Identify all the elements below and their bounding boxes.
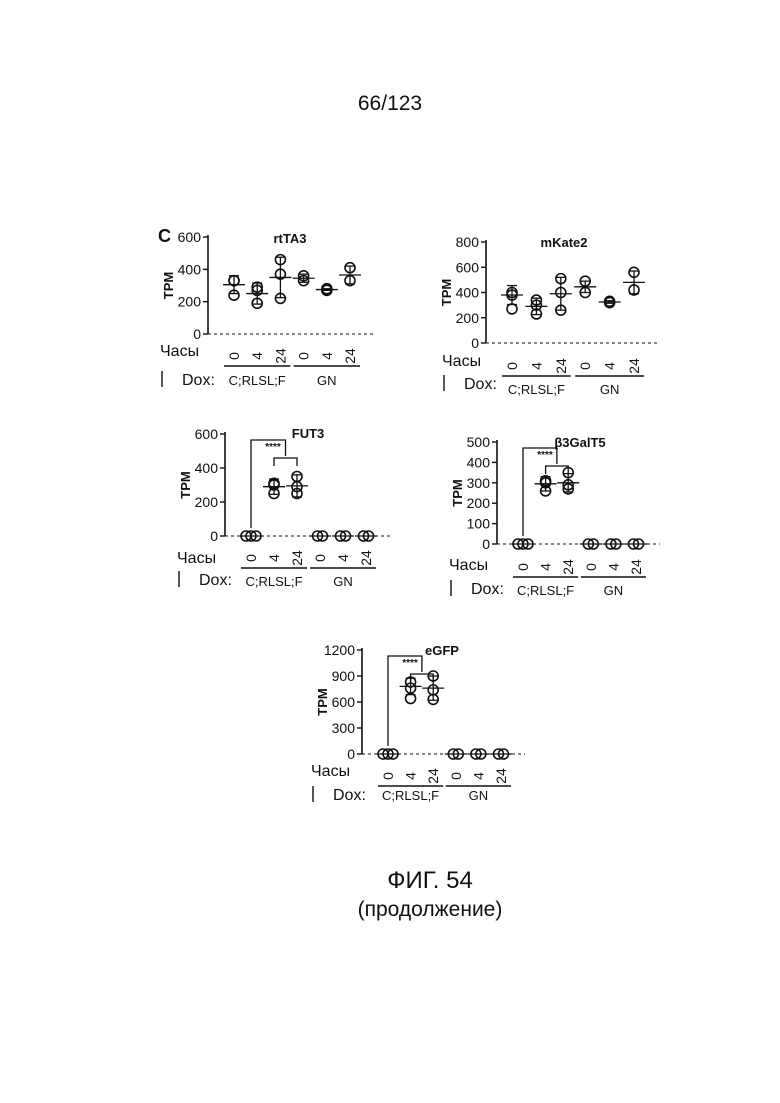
significance-bracket-inner bbox=[274, 458, 297, 466]
significance-label: **** bbox=[537, 450, 553, 461]
row-label-hours: Часы bbox=[449, 557, 488, 574]
chart-1: CrtTA30200400600TPM04240424ЧасыDox:C;RLS… bbox=[158, 226, 374, 389]
x-tick-label: 0 bbox=[312, 554, 328, 562]
y-tick-label: 500 bbox=[467, 434, 491, 450]
chart-title: rtTA3 bbox=[274, 231, 307, 246]
chart-2: mKate20200400600800TPM04240424ЧасыDox:C;… bbox=[439, 234, 658, 397]
chart-title: mKate2 bbox=[541, 235, 588, 250]
y-tick-label: 600 bbox=[195, 426, 219, 442]
significance-label: **** bbox=[402, 658, 418, 669]
x-tick-label: 4 bbox=[470, 772, 486, 780]
y-tick-label: 300 bbox=[467, 475, 491, 491]
row-label-dox: Dox: bbox=[199, 572, 232, 589]
group-label: C;RLSL;F bbox=[245, 574, 302, 589]
y-tick-label: 0 bbox=[471, 335, 479, 351]
row-label-hours: Часы bbox=[177, 550, 216, 567]
group-label: GN bbox=[604, 583, 624, 598]
y-tick-label: 0 bbox=[347, 746, 355, 762]
x-tick-label: 4 bbox=[319, 352, 335, 360]
group-label: C;RLSL;F bbox=[517, 583, 574, 598]
x-tick-label: 0 bbox=[577, 362, 593, 370]
y-axis-label: TPM bbox=[439, 279, 454, 306]
y-axis-label: TPM bbox=[450, 479, 465, 506]
y-tick-label: 600 bbox=[178, 229, 202, 245]
chart-title: β3GalT5 bbox=[554, 435, 605, 450]
chart-title: FUT3 bbox=[292, 426, 325, 441]
x-tick-label: 4 bbox=[528, 362, 544, 370]
y-tick-label: 200 bbox=[467, 495, 491, 511]
x-tick-label: 24 bbox=[626, 358, 642, 374]
group-label: GN bbox=[600, 382, 620, 397]
figure-caption: ФИГ. 54 bbox=[0, 866, 780, 896]
row-label-dox: Dox: bbox=[464, 376, 497, 393]
x-tick-label: 0 bbox=[583, 563, 599, 571]
y-tick-label: 0 bbox=[210, 528, 218, 544]
x-tick-label: 0 bbox=[296, 352, 312, 360]
y-tick-label: 400 bbox=[467, 454, 491, 470]
chart-3: FUT30200400600TPM****04240424ЧасыDox:C;R… bbox=[177, 426, 390, 589]
y-tick-label: 1200 bbox=[324, 642, 355, 658]
y-tick-label: 100 bbox=[467, 516, 491, 532]
y-tick-label: 600 bbox=[332, 694, 356, 710]
y-tick-label: 800 bbox=[456, 234, 480, 250]
data-point bbox=[507, 304, 517, 314]
chart-5: eGFP03006009001200TPM****04240424ЧасыDox… bbox=[311, 642, 525, 804]
significance-label: **** bbox=[265, 442, 281, 453]
y-tick-label: 400 bbox=[195, 460, 219, 476]
y-tick-label: 0 bbox=[193, 326, 201, 342]
x-tick-label: 4 bbox=[249, 352, 265, 360]
y-tick-label: 600 bbox=[456, 259, 480, 275]
x-tick-label: 24 bbox=[628, 559, 644, 575]
row-label-dox: Dox: bbox=[333, 787, 366, 804]
group-label: C;RLSL;F bbox=[508, 382, 565, 397]
x-tick-label: 4 bbox=[605, 563, 621, 571]
x-tick-label: 0 bbox=[380, 772, 396, 780]
x-tick-label: 4 bbox=[538, 563, 554, 571]
x-tick-label: 24 bbox=[289, 550, 305, 566]
y-tick-label: 300 bbox=[332, 720, 356, 736]
significance-bracket bbox=[388, 656, 422, 746]
x-tick-label: 24 bbox=[342, 348, 358, 364]
x-tick-label: 4 bbox=[266, 554, 282, 562]
x-tick-label: 4 bbox=[602, 362, 618, 370]
row-label-hours: Часы bbox=[160, 343, 199, 360]
x-tick-label: 0 bbox=[515, 563, 531, 571]
group-label: C;RLSL;F bbox=[229, 373, 286, 388]
group-label: GN bbox=[317, 373, 337, 388]
x-tick-label: 0 bbox=[243, 554, 259, 562]
x-tick-label: 4 bbox=[335, 554, 351, 562]
y-tick-label: 400 bbox=[456, 285, 480, 301]
y-axis-label: TPM bbox=[315, 688, 330, 715]
x-tick-label: 24 bbox=[425, 768, 441, 784]
y-tick-label: 200 bbox=[195, 494, 219, 510]
panel-letter: C bbox=[158, 226, 171, 246]
y-axis-label: TPM bbox=[178, 471, 193, 498]
row-label-dox: Dox: bbox=[471, 581, 504, 598]
x-tick-label: 0 bbox=[448, 772, 464, 780]
y-tick-label: 900 bbox=[332, 668, 356, 684]
y-tick-label: 0 bbox=[482, 536, 490, 552]
x-tick-label: 24 bbox=[358, 550, 374, 566]
figure-subcaption: (продолжение) bbox=[0, 898, 780, 922]
x-tick-label: 24 bbox=[560, 559, 576, 575]
chart-4: β3GalT50100200300400500TPM****04240424Ча… bbox=[449, 434, 660, 598]
row-label-hours: Часы bbox=[311, 763, 350, 780]
chart-title: eGFP bbox=[425, 643, 459, 658]
group-label: C;RLSL;F bbox=[382, 788, 439, 803]
group-label: GN bbox=[469, 788, 489, 803]
x-tick-label: 0 bbox=[226, 352, 242, 360]
y-axis-label: TPM bbox=[161, 272, 176, 299]
row-label-hours: Часы bbox=[442, 353, 481, 370]
x-tick-label: 24 bbox=[272, 348, 288, 364]
y-tick-label: 200 bbox=[456, 310, 480, 326]
row-label-dox: Dox: bbox=[182, 372, 215, 389]
x-tick-label: 4 bbox=[403, 772, 419, 780]
x-tick-label: 24 bbox=[493, 768, 509, 784]
group-label: GN bbox=[333, 574, 353, 589]
x-tick-label: 24 bbox=[553, 358, 569, 374]
x-tick-label: 0 bbox=[504, 362, 520, 370]
y-tick-label: 200 bbox=[178, 294, 202, 310]
y-tick-label: 400 bbox=[178, 261, 202, 277]
